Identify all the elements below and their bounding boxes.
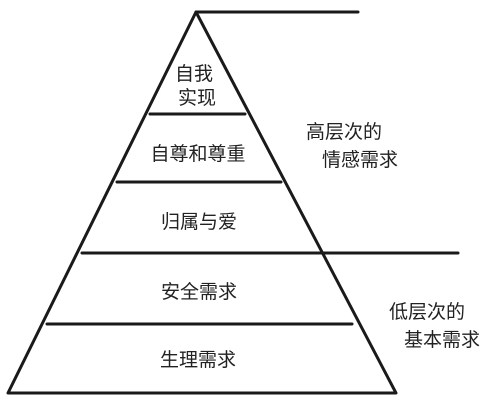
group-label-line: 高层次的 [306, 121, 382, 143]
level-self-actualization: 自我 实现 [175, 63, 219, 109]
level-physiological: 生理需求 [160, 349, 236, 371]
group-high-label: 高层次的 情感需求 [306, 121, 398, 171]
level-label-line: 自尊和尊重 [150, 143, 245, 165]
group-label-line: 低层次的 [389, 301, 465, 323]
level-label-line: 生理需求 [160, 349, 236, 371]
level-esteem: 自尊和尊重 [150, 143, 245, 165]
level-label-line: 安全需求 [161, 281, 237, 303]
group-low-label: 低层次的 基本需求 [389, 301, 480, 351]
level-label-line: 实现 [178, 87, 216, 109]
pyramid-outline [6, 10, 398, 395]
level-safety: 安全需求 [161, 281, 237, 303]
level-label-line: 自我 [175, 63, 213, 85]
level-label-line: 归属与爱 [161, 211, 237, 233]
level-belonging: 归属与爱 [161, 211, 237, 233]
group-label-line: 情感需求 [322, 149, 398, 171]
group-label-line: 基本需求 [404, 329, 480, 351]
